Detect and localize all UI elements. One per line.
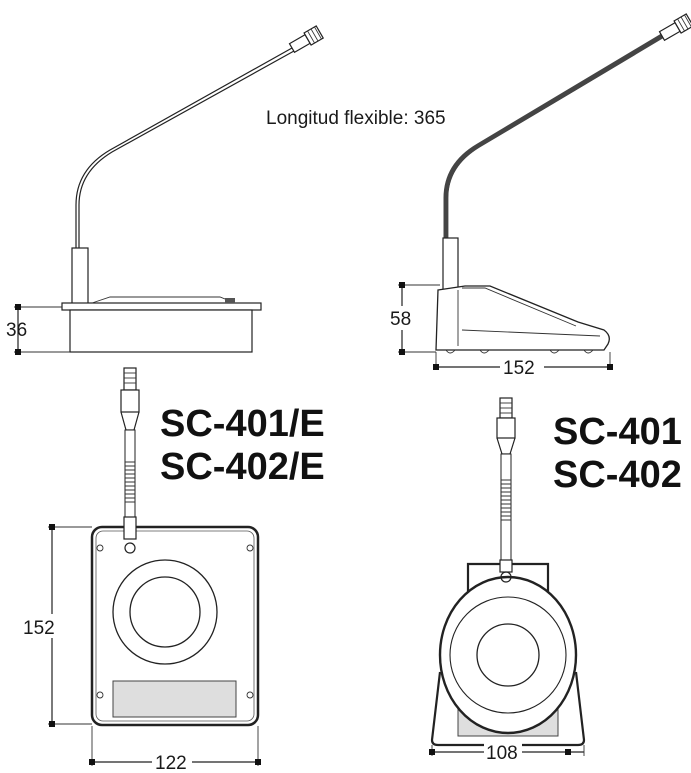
right-base-length-label: 152: [503, 358, 535, 379]
right-gooseneck: [443, 33, 664, 238]
right-height-label: 58: [390, 309, 411, 330]
left-height-dimension: 36: [6, 304, 70, 355]
right-top-view: [430, 559, 586, 747]
left-plate-height-label: 152: [23, 618, 55, 639]
left-model-line1: SC-401/E: [160, 403, 325, 445]
left-plate-width-label: 122: [155, 753, 187, 773]
left-plate-width-dimension: 122: [89, 726, 261, 773]
left-side-view: 36: [6, 25, 325, 355]
right-base-width-dimension: 108: [429, 740, 585, 764]
right-base-length-dimension: 152: [433, 352, 613, 379]
right-model-line1: SC-401: [553, 411, 682, 453]
right-height-dimension: 58: [390, 282, 440, 355]
flexible-length-note: Longitud flexible: 365: [266, 108, 446, 129]
right-stem: [442, 237, 459, 291]
right-top-connector: [658, 13, 691, 42]
left-top-view: [90, 516, 260, 727]
left-top-plate: [61, 302, 262, 311]
left-height-label: 36: [6, 320, 27, 341]
left-plate-height-dimension: 152: [23, 524, 92, 727]
right-model-line2: SC-402: [553, 454, 682, 496]
left-top-connector: [288, 25, 325, 54]
right-side-view: 58 152: [390, 13, 691, 379]
left-model-line2: SC-402/E: [160, 446, 325, 488]
left-label-panel: [112, 680, 237, 718]
right-base-body: [435, 285, 610, 351]
left-stem: [71, 247, 89, 305]
left-mic-connector: [120, 367, 140, 519]
left-speaker-inner: [129, 576, 201, 648]
left-box-body: [69, 309, 253, 353]
left-gooseneck: [75, 47, 293, 248]
right-base-width-label: 108: [486, 743, 518, 764]
right-speaker-inner: [476, 623, 540, 687]
right-mic-connector: [496, 397, 516, 565]
